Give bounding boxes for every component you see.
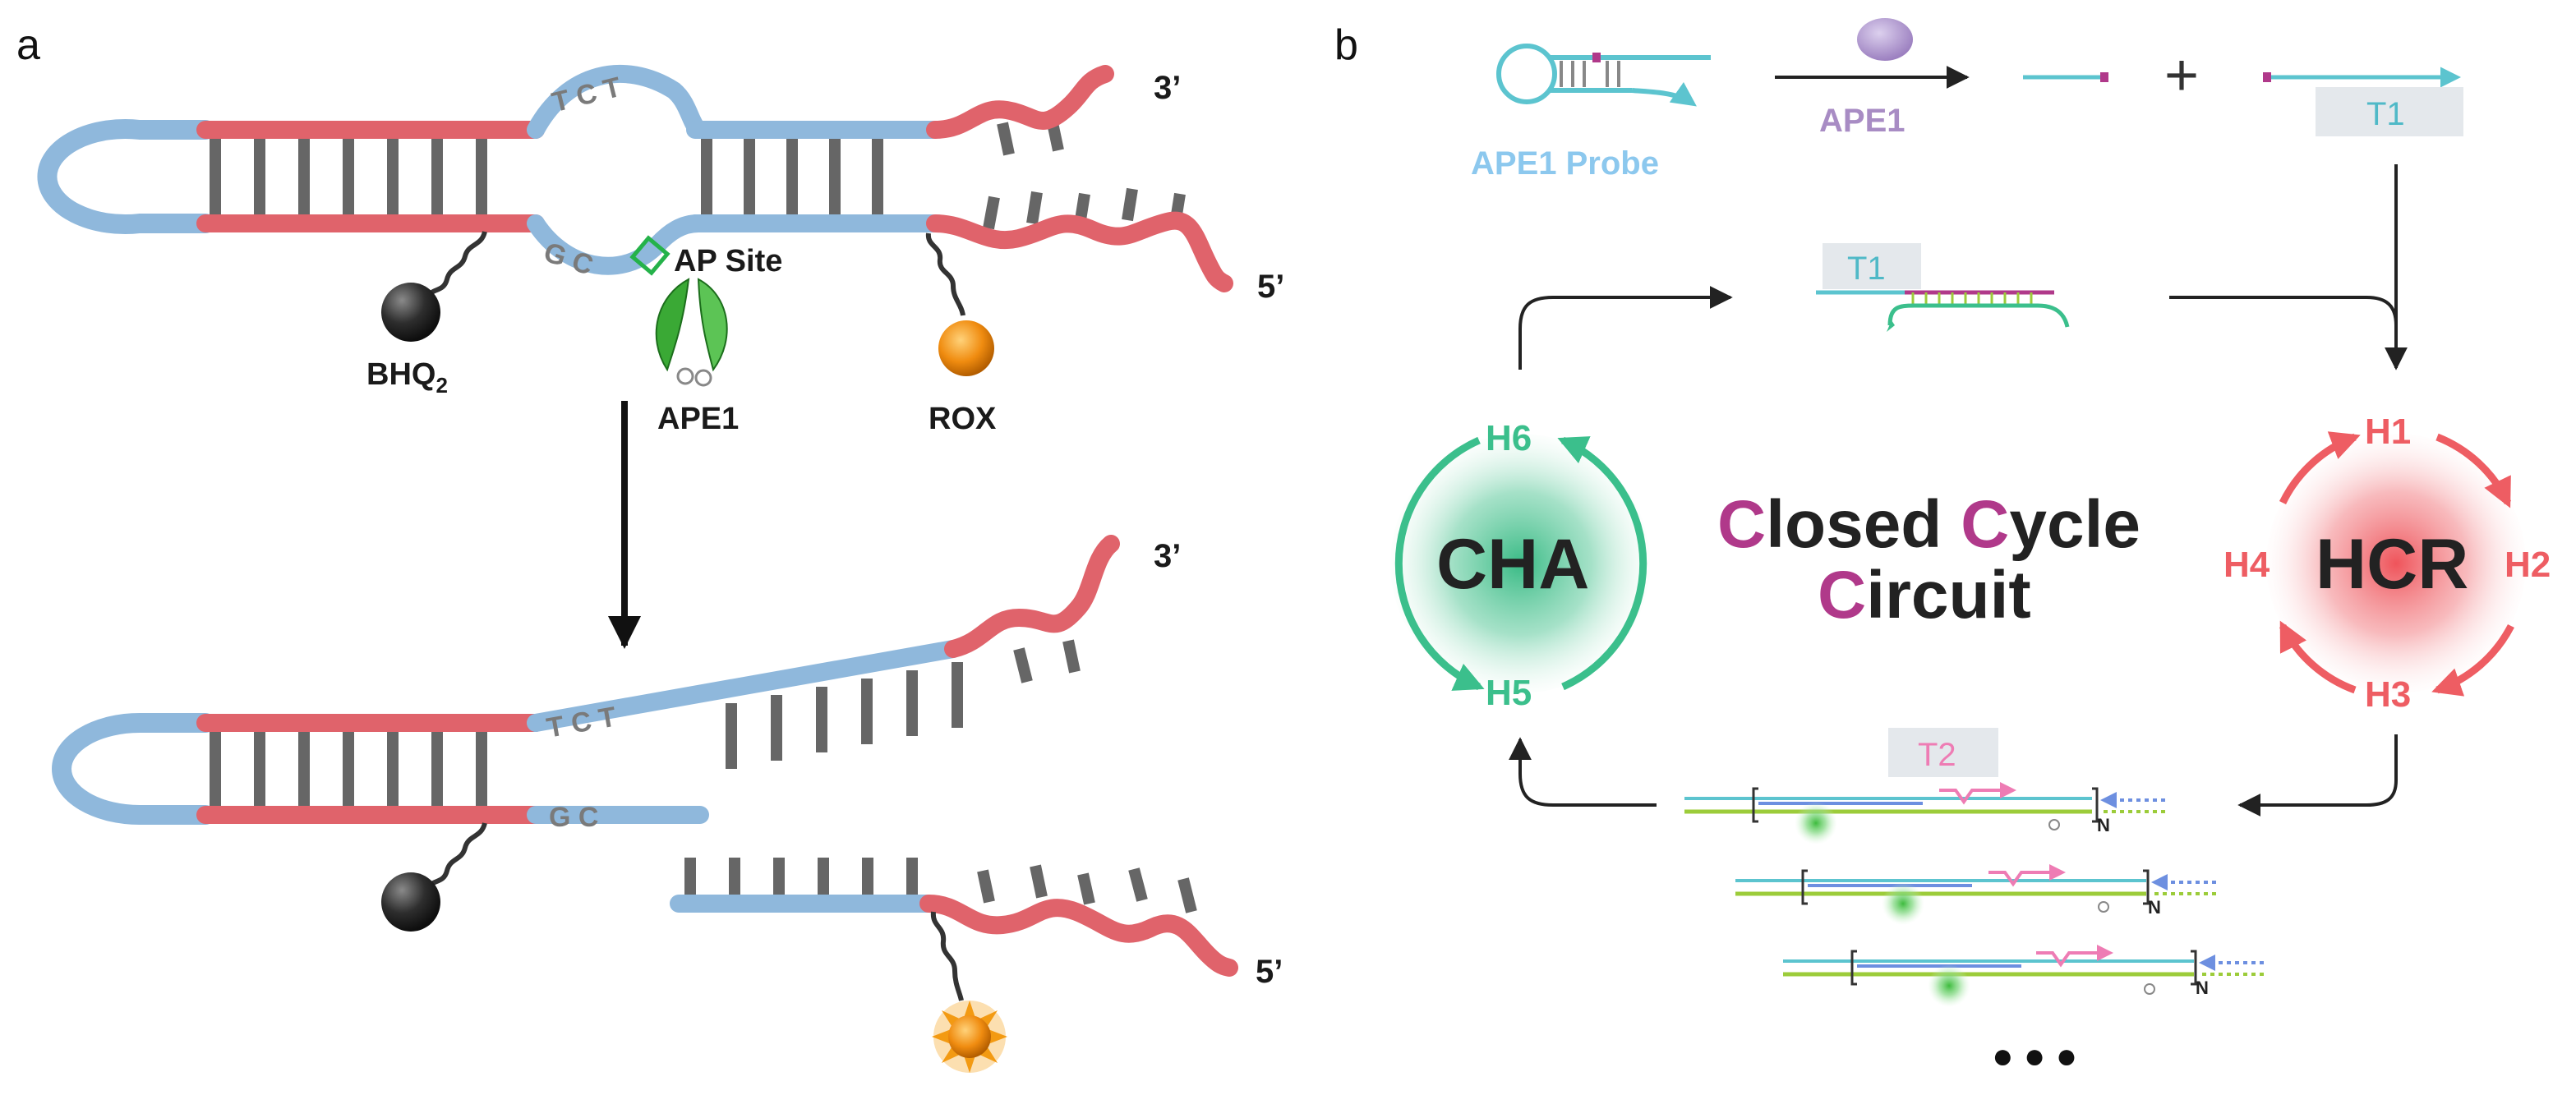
hcr-h2: H2 [2505, 545, 2551, 585]
ape1-scissors-icon [655, 278, 728, 387]
cleaved-hairpin-loop [52, 713, 215, 825]
svg-text:Circuit: Circuit [1818, 558, 2031, 633]
hcr-arc-top-right [2435, 433, 2512, 508]
hcr-h4: H4 [2223, 545, 2270, 585]
panel-a: a T C T G C [16, 21, 1284, 1073]
bottom-tail-strand [926, 211, 1233, 292]
cha-circle [1390, 434, 1650, 693]
hcr-circle [2266, 434, 2526, 693]
rox-label: ROX [929, 402, 997, 436]
svg-text:Closed Cycle: Closed Cycle [1717, 487, 2141, 562]
t1-label-top: T1 [2366, 96, 2405, 132]
cleaved-quencher-linker [425, 822, 487, 890]
cleaved-products: T C T 3’ G C 5’ [52, 535, 1283, 1073]
hcr-arc-top-left [2279, 431, 2361, 504]
ape1-probe-icon [1496, 44, 1711, 107]
t2-label-box [1888, 728, 1998, 777]
ape1-label-b: APE1 [1819, 103, 1906, 139]
ap-site-marker [629, 235, 670, 276]
cha-to-t1-line [1518, 286, 1733, 370]
t1-product-mark [2263, 72, 2271, 82]
cha-label: CHA [1436, 525, 1589, 604]
end-3-label-top: 3’ [1154, 70, 1181, 106]
t1-label-middle: T1 [1847, 251, 1886, 287]
hcr-cycle: HCR H1 H2 H3 H4 [2223, 412, 2551, 715]
continuation-ellipsis: ● ● ● [1992, 1036, 2077, 1076]
short-fragment-mark [2100, 72, 2108, 82]
hcr-to-product-line [2237, 734, 2398, 817]
bubble-top [527, 65, 707, 139]
top-tail-strand [926, 65, 1114, 139]
hcr-product-row-2: N [1735, 864, 2219, 925]
panel-b: b APE1 Probe APE1 + T1 [1334, 18, 2551, 1076]
plus-sign: + [2164, 43, 2199, 108]
rox-linker [925, 232, 965, 316]
hcr-label: HCR [2316, 525, 2468, 604]
cleaved-stem-rungs [210, 731, 487, 808]
t1-to-hcr-join-line [2169, 296, 2398, 326]
t1-label-box [2316, 87, 2463, 136]
closed-cycle-circuit-title: Closed Cycle Circuit [1717, 487, 2141, 633]
hcr-arc-bottom-left [2279, 620, 2357, 694]
ap-site-label: AP Site [674, 244, 782, 278]
upper-arm-strand [527, 640, 962, 732]
repeat-marker-1: N [2097, 815, 2110, 835]
upper-arm-bases: T C T [544, 702, 619, 744]
t1-duplex-icon [1816, 243, 2070, 332]
released-rox-linker [930, 911, 964, 1001]
quencher-linker [425, 231, 487, 299]
product-to-cha-line [1509, 737, 1657, 807]
end-5-label-bottom: 5’ [1256, 954, 1283, 990]
cha-h6: H6 [1486, 418, 1532, 458]
ape1-probe-label: APE1 Probe [1471, 145, 1659, 182]
ape1-enzyme-icon [1857, 18, 1913, 61]
repeat-marker-2: N [2148, 897, 2161, 918]
hcr-product-row-1: N [1684, 782, 2169, 844]
panel-a-letter: a [16, 21, 40, 69]
hcr-h3: H3 [2365, 674, 2411, 715]
cha-arc-left [1394, 436, 1485, 691]
hcr-arc-bottom-right [2431, 623, 2515, 697]
left-stem-rungs [210, 131, 487, 220]
lower-arm-bases: G C [549, 802, 598, 833]
bubble-bottom [527, 214, 707, 275]
ape1-label-a: APE1 [657, 402, 739, 436]
cha-h5: H5 [1486, 673, 1532, 713]
repeat-marker-3: N [2196, 978, 2209, 998]
upper-arm-tail [944, 535, 1120, 658]
cleaved-bhq2-quencher [381, 872, 440, 932]
hcr-h1: H1 [2365, 412, 2411, 452]
t2-label: T2 [1918, 737, 1956, 773]
cha-cycle: CHA H6 H5 [1390, 418, 1650, 713]
upper-arm-rungs [726, 639, 1081, 769]
end-3-label-bottom: 3’ [1154, 538, 1181, 574]
bubble-bases-top: T C T [549, 71, 624, 118]
intact-probe: T C T G C AP Site 3’ 5’ BHQ2 [37, 65, 1284, 436]
hcr-product-row-3: N [1783, 945, 2268, 1007]
end-5-label-top: 5’ [1257, 269, 1284, 305]
bhq2-label: BHQ2 [366, 357, 448, 398]
panel-b-letter: b [1334, 21, 1358, 69]
cha-arc-right [1557, 436, 1647, 691]
bubble-bases-bottom: G C [540, 237, 597, 282]
hairpin-loop [37, 119, 215, 234]
released-fragment-red [919, 895, 1238, 977]
glowing-rox-icon [932, 1001, 1007, 1073]
rox-fluorophore [938, 320, 994, 376]
bhq2-quencher [381, 283, 440, 342]
middle-stem-rungs [701, 131, 883, 220]
